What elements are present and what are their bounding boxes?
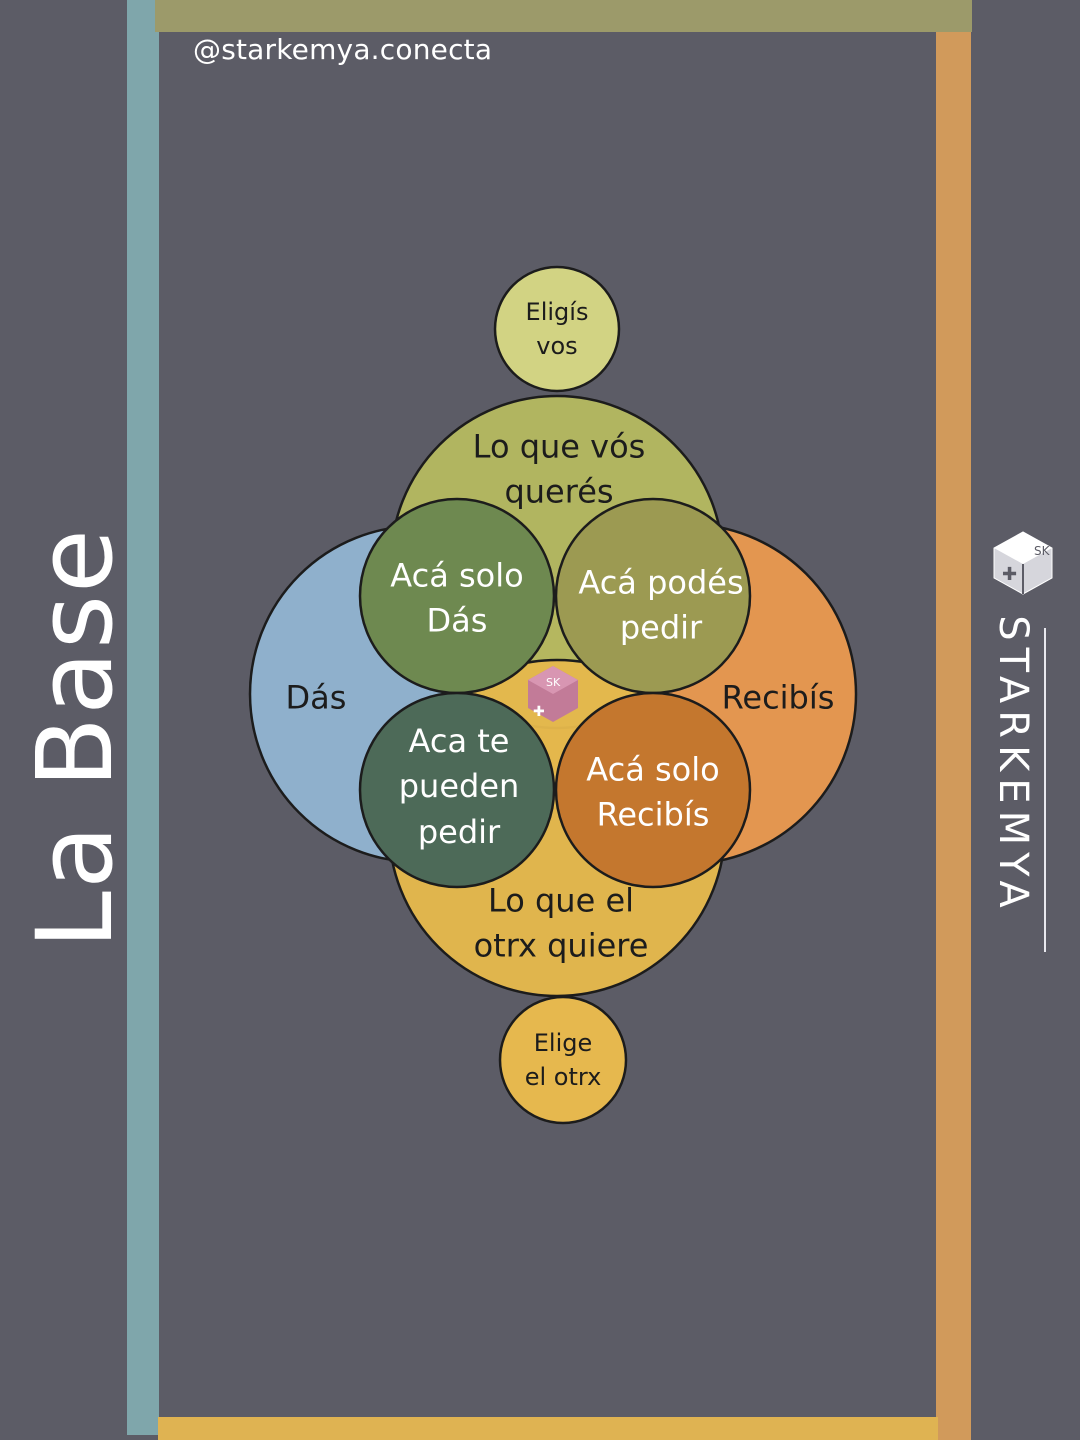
- center-logo-icon: SK ✚: [528, 666, 578, 722]
- label-recibis: Recibís: [721, 678, 835, 717]
- label-aca-solo-recibis: Acá solo Recibís: [586, 750, 720, 834]
- label-lo-que-el-otrx-quiere: Lo que el otrx quiere: [473, 881, 649, 965]
- label-aca-solo-das: Acá solo Dás: [390, 556, 524, 640]
- brand-logo-text: SK: [1034, 544, 1051, 558]
- right-accent-bar: [936, 32, 971, 1440]
- top-accent-bar: [155, 0, 972, 32]
- label-lo-que-vos-queres: Lo que vós querés: [472, 427, 646, 511]
- brand-logo-icon: SK ✚: [988, 528, 1058, 600]
- circle-elige-el-otrx: [498, 995, 628, 1125]
- svg-text:✚: ✚: [1002, 564, 1017, 585]
- brand-divider: [1044, 628, 1046, 952]
- circle-aca-te-pueden-pedir: [358, 691, 556, 889]
- svg-text:SK: SK: [546, 676, 561, 689]
- label-aca-te-pueden-pedir: Aca te pueden pedir: [398, 721, 520, 851]
- social-handle: @starkemya.conecta: [193, 33, 493, 66]
- label-aca-podes-pedir: Acá podés pedir: [578, 563, 744, 647]
- circle-eligis-vos: [493, 265, 621, 393]
- circle-aca-solo-recibis: [554, 691, 752, 889]
- label-das: Dás: [285, 678, 347, 717]
- left-accent-bar: [127, 0, 159, 1435]
- label-elige-el-otrx: Elige el otrx: [524, 1028, 602, 1091]
- label-eligis-vos: Eligís vos: [525, 297, 589, 360]
- bottom-accent-bar: [158, 1417, 938, 1440]
- svg-text:✚: ✚: [533, 704, 545, 720]
